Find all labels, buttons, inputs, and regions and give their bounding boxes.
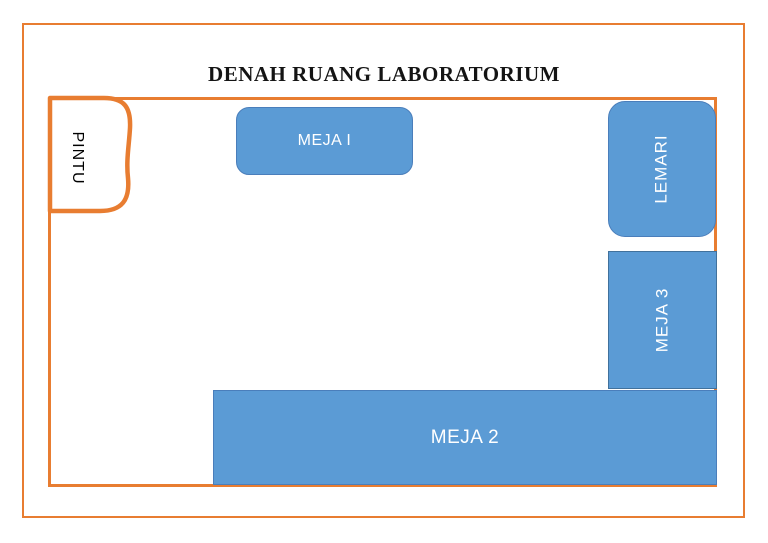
table-meja-2: MEJA 2: [213, 390, 717, 485]
door-label: PINTU: [69, 131, 86, 185]
door-shape: [47, 95, 133, 214]
table-meja-3: MEJA 3: [608, 251, 717, 389]
diagram-title: DENAH RUANG LABORATORIUM: [208, 62, 560, 86]
cabinet-lemari-label: LEMARI: [651, 134, 671, 204]
table-meja-1: MEJA I: [236, 107, 413, 175]
outer-page-border: [22, 23, 745, 518]
table-meja-2-label: MEJA 2: [430, 426, 500, 448]
table-meja-1-label: MEJA I: [297, 132, 352, 149]
cabinet-lemari: LEMARI: [608, 101, 716, 237]
table-meja-3-label: MEJA 3: [652, 287, 672, 353]
